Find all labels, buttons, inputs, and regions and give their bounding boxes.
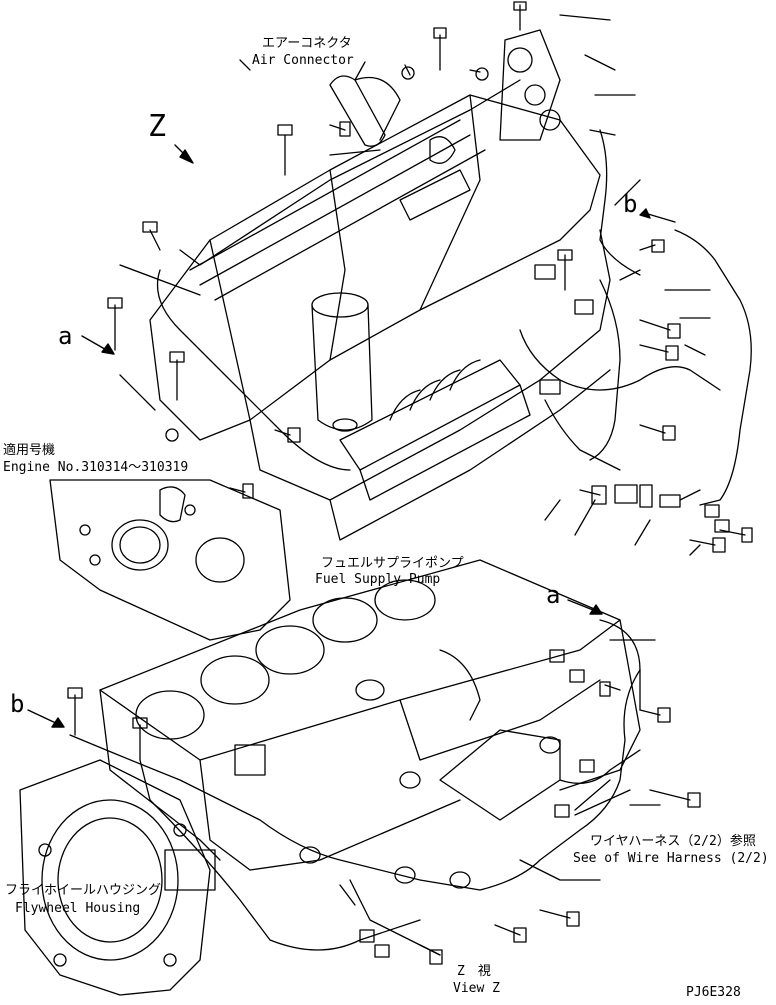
applicable-label-ja: 適用号機: [3, 443, 56, 458]
view-z-label-ja: Z 視: [457, 964, 491, 979]
bolt-group-upper: [107, 1, 753, 553]
harness-ref-label-ja: ワイヤハーネス（2/2）参照: [590, 834, 756, 849]
ref-b-bottom: b: [10, 690, 25, 718]
ref-a-bottom: a: [546, 581, 561, 609]
flywheel-label-ja: フライホイールハウジング: [5, 883, 162, 898]
harness-ref-label-en: See of Wire Harness (2/2): [573, 851, 769, 866]
engine-number-label: Engine No.310314～310319: [3, 460, 189, 475]
fuel-pump-label-en: Fuel Supply Pump: [315, 572, 441, 587]
lower-direction-arrows: [27, 599, 603, 728]
air-connector-label-ja: エアーコネクタ: [262, 36, 352, 51]
upper-engine-outline: [107, 1, 753, 556]
fuel-pump-label-ja: フュエルサプライポンプ: [321, 556, 464, 571]
lower-engine-block: [19, 559, 701, 996]
flywheel-label-en: Flywheel Housing: [15, 901, 141, 916]
ref-a-top: a: [58, 322, 73, 350]
ref-b-top: b: [623, 190, 638, 218]
gasket-plate: [49, 479, 291, 641]
view-z-label-en: View Z: [453, 981, 500, 996]
air-connector-label-en: Air Connector: [252, 53, 354, 68]
drawing-code: PJ6E328: [686, 985, 741, 1000]
direction-arrows: [81, 144, 676, 355]
view-z-marker: Z: [148, 109, 167, 144]
